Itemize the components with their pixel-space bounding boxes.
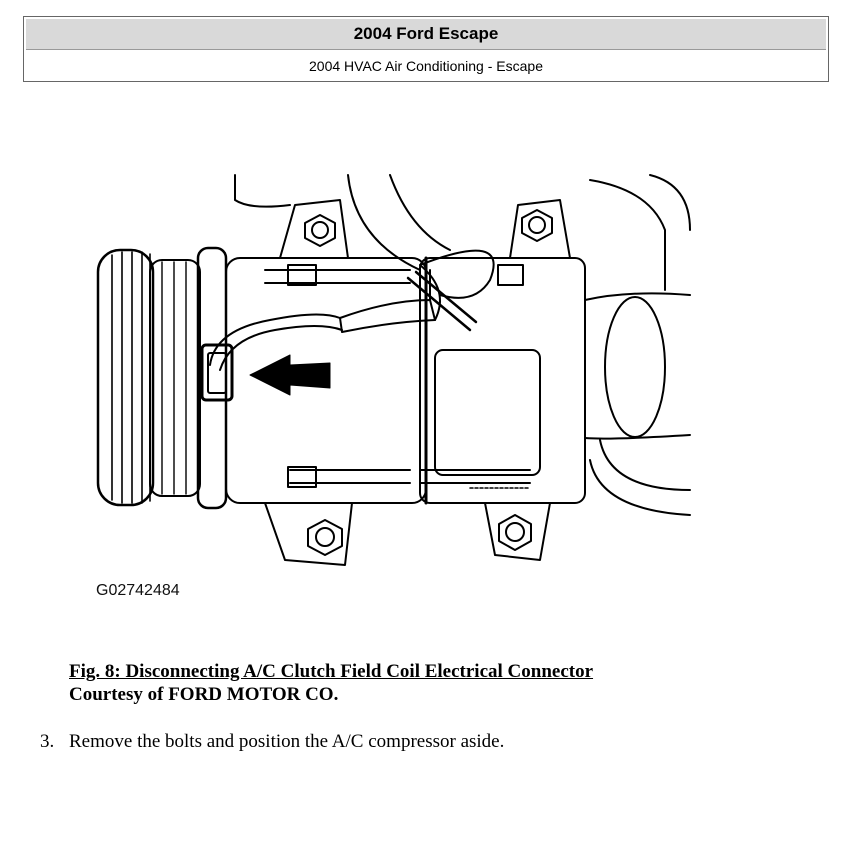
field-coil-connector [200,264,478,402]
compressor-illustration [96,174,691,566]
step-number: 3. [40,731,55,752]
figure-caption: Fig. 8: Disconnecting A/C Clutch Field C… [69,661,594,682]
compressor-body [225,256,586,505]
right-hose-top [589,174,691,291]
top-hose [347,174,451,271]
mounting-lugs [264,199,571,566]
figure-caption-block: Fig. 8: Disconnecting A/C Clutch Field C… [69,660,593,706]
pointer-arrow [249,354,331,396]
suction-line [584,292,691,516]
figure-credit: Courtesy of FORD MOTOR CO. [69,684,339,705]
top-hose-loop [419,249,495,299]
document-header: 2004 Ford Escape 2004 HVAC Air Condition… [23,16,829,82]
top-pipe-left [234,174,291,208]
document-title: 2004 Ford Escape [26,19,826,50]
document-subtitle: 2004 HVAC Air Conditioning - Escape [309,58,543,74]
pulley [96,246,228,510]
figure-code: G02742484 [96,582,180,599]
procedure-step: 3. Remove the bolts and position the A/C … [40,731,504,753]
step-text: Remove the bolts and position the A/C co… [69,731,505,752]
